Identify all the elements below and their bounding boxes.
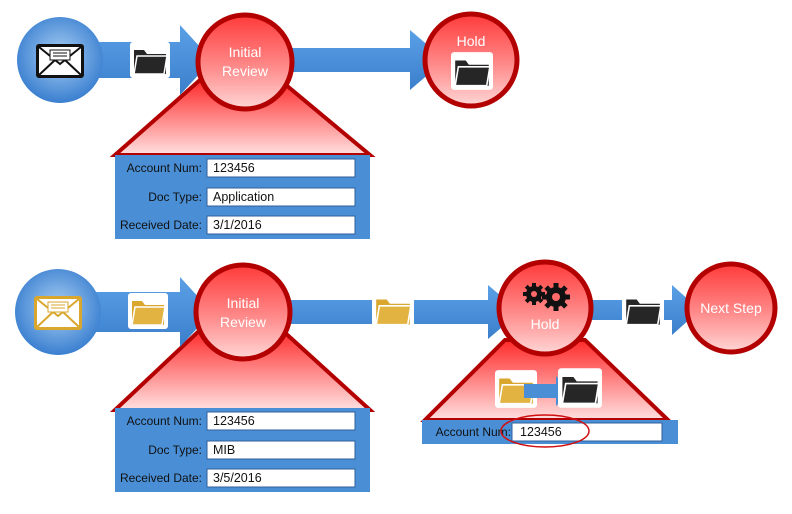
top-arrow-review-to-hold: [280, 30, 445, 90]
top-form-value-account: 123456: [213, 161, 255, 175]
bottom-next-label: Next Step: [700, 300, 762, 316]
bottom-next-node: Next Step: [684, 261, 778, 355]
bottom-review-label-line1: Initial: [227, 295, 260, 311]
top-review-label-line1: Initial: [229, 44, 262, 60]
top-flow: Initial Review Hold Account Num: 123456 …: [17, 11, 520, 239]
gears-icon: [523, 283, 570, 311]
top-hold-node: Hold: [422, 11, 520, 109]
bottom-form-label-account: Account Num:: [127, 414, 202, 428]
bottom-flow: Initial Review: [15, 259, 778, 492]
bottom-review-label-line2: Review: [220, 314, 267, 330]
hold-form-label-account: Account Num:: [436, 425, 511, 439]
top-form-label-doctype: Doc Type:: [148, 190, 202, 204]
bottom-form-row-account: Account Num: 123456: [127, 411, 356, 431]
top-form-row-doctype: Doc Type: Application: [148, 187, 356, 207]
bottom-form-input-doctype[interactable]: [206, 440, 356, 460]
top-folder-icon-dark: [130, 42, 170, 78]
top-form-label-date: Received Date:: [120, 218, 202, 232]
hold-form-input-account[interactable]: [511, 422, 663, 442]
bottom-mail-node: [15, 269, 101, 355]
bottom-mid-folder-icon-gold: [372, 291, 414, 329]
top-hold-folder-icon-dark: [451, 52, 493, 90]
bottom-folder-icon-gold: [128, 293, 168, 329]
bottom-review-form: Account Num: 123456 Doc Type: MIB Receiv…: [115, 408, 370, 492]
bottom-form-value-date: 3/5/2016: [213, 471, 262, 485]
bottom-form-label-date: Received Date:: [120, 471, 202, 485]
hold-fan-folder-icon-dark: [558, 368, 602, 408]
bottom-next-folder-icon-dark: [622, 291, 664, 329]
top-form-input-date[interactable]: [206, 215, 356, 235]
top-form-value-date: 3/1/2016: [213, 218, 262, 232]
bottom-form-value-account: 123456: [213, 414, 255, 428]
top-form-input-account[interactable]: [206, 158, 356, 178]
top-hold-label: Hold: [457, 33, 486, 49]
bottom-form-label-doctype: Doc Type:: [148, 443, 202, 457]
top-form-value-doctype: Application: [213, 190, 274, 204]
bottom-form-row-doctype: Doc Type: MIB: [148, 440, 356, 460]
top-form-label-account: Account Num:: [127, 161, 202, 175]
envelope-gold-icon: [34, 296, 82, 330]
top-review-label-line2: Review: [222, 63, 269, 79]
bottom-form-value-doctype: MIB: [213, 443, 235, 457]
bottom-hold-node: Hold: [496, 259, 594, 357]
top-review-node: Initial Review: [195, 12, 295, 112]
bottom-form-row-date: Received Date: 3/5/2016: [120, 468, 356, 488]
bottom-hold-label: Hold: [531, 316, 560, 332]
top-form-row-account: Account Num: 123456: [127, 158, 356, 178]
top-form-input-doctype[interactable]: [206, 187, 356, 207]
bottom-hold-form: Account Num: 123456: [422, 414, 678, 448]
top-review-form: Account Num: 123456 Doc Type: Applicatio…: [115, 155, 370, 239]
top-form-row-date: Received Date: 3/1/2016: [120, 215, 356, 235]
envelope-icon: [36, 44, 84, 78]
hold-form-value-account: 123456: [520, 425, 562, 439]
bottom-form-input-date[interactable]: [206, 468, 356, 488]
top-mail-node: [17, 17, 103, 103]
bottom-review-node: Initial Review: [193, 262, 293, 362]
hold-account-highlight-circle: [500, 414, 590, 448]
bottom-form-input-account[interactable]: [206, 411, 356, 431]
